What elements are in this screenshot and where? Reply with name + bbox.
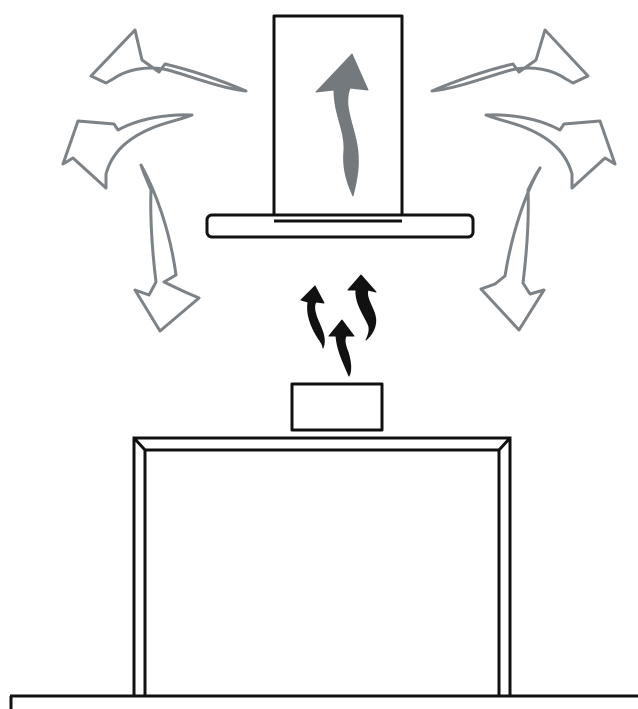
right-exhaust-arrows	[430, 28, 617, 332]
cabinet-top-corner-right	[497, 436, 512, 452]
exhaust-arrow-left-middle	[61, 113, 194, 190]
left-exhaust-arrows	[61, 28, 248, 333]
steam-arrow-right	[347, 274, 377, 341]
chimney-upflow-arrow	[315, 53, 369, 197]
cooktop-cabinet	[132, 436, 512, 695]
cabinet-inner-frame	[143, 448, 501, 695]
cabinet-top-corner-left	[132, 436, 147, 452]
exhaust-arrow-left-top	[89, 28, 248, 93]
cooking-pot	[290, 382, 384, 432]
cabinet-outer-frame	[132, 436, 512, 695]
steam-arrows	[300, 274, 377, 377]
steam-arrow-center	[328, 319, 355, 377]
exhaust-arrow-right-top	[430, 28, 590, 93]
exhaust-arrow-left-bottom	[133, 163, 201, 333]
exhaust-arrow-right-middle	[484, 113, 617, 190]
hood-canopy	[205, 213, 475, 239]
steam-arrow-left	[300, 285, 325, 349]
exhaust-arrow-right-bottom	[479, 166, 546, 332]
